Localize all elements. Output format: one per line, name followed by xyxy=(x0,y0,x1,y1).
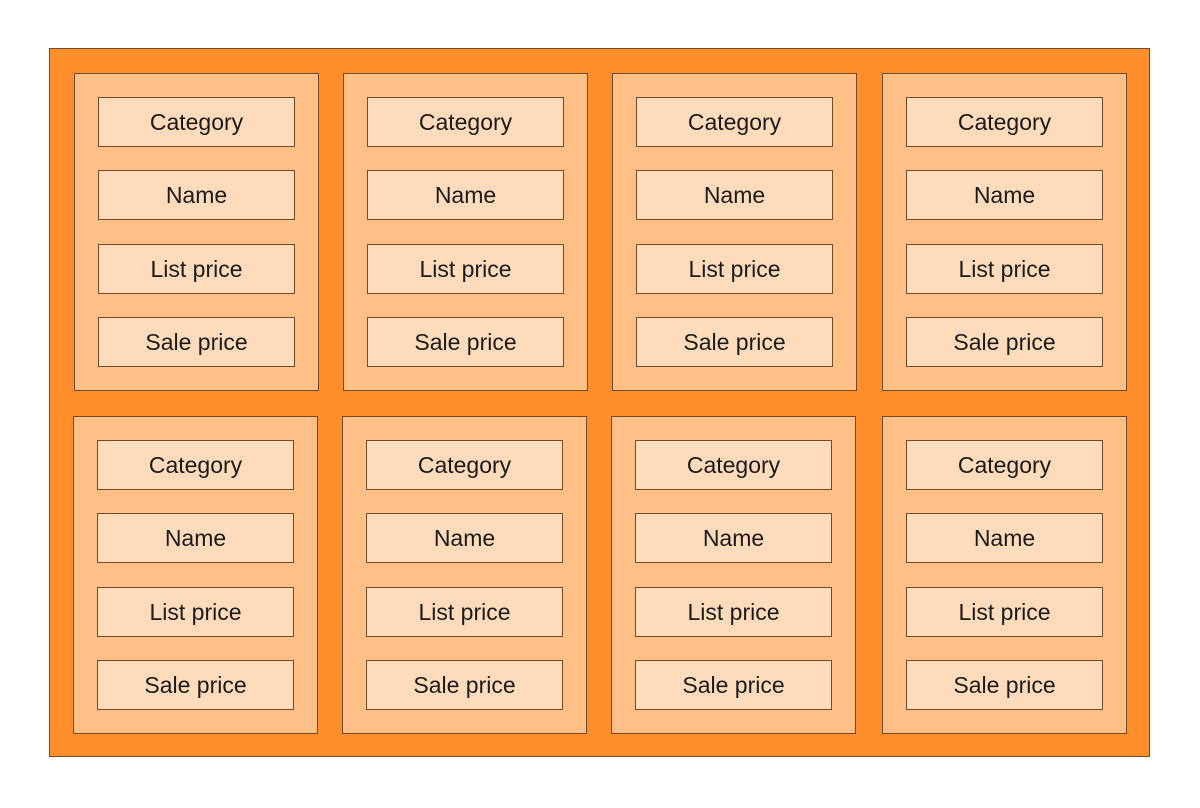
sale-price-field: Sale price xyxy=(636,317,833,367)
product-card: Category Name List price Sale price xyxy=(611,416,856,734)
name-field: Name xyxy=(906,513,1103,563)
list-price-field: List price xyxy=(366,587,563,637)
category-field: Category xyxy=(366,440,563,490)
product-grid: Category Name List price Sale price Cate… xyxy=(49,48,1150,757)
category-field: Category xyxy=(635,440,832,490)
name-field: Name xyxy=(906,170,1103,220)
product-card: Category Name List price Sale price xyxy=(343,73,588,391)
list-price-field: List price xyxy=(906,587,1103,637)
sale-price-field: Sale price xyxy=(635,660,832,710)
sale-price-field: Sale price xyxy=(98,317,295,367)
sale-price-field: Sale price xyxy=(97,660,294,710)
name-field: Name xyxy=(98,170,295,220)
list-price-field: List price xyxy=(97,587,294,637)
list-price-field: List price xyxy=(906,244,1103,294)
product-card: Category Name List price Sale price xyxy=(73,416,318,734)
sale-price-field: Sale price xyxy=(367,317,564,367)
name-field: Name xyxy=(97,513,294,563)
category-field: Category xyxy=(906,97,1103,147)
sale-price-field: Sale price xyxy=(906,660,1103,710)
list-price-field: List price xyxy=(635,587,832,637)
product-card: Category Name List price Sale price xyxy=(612,73,857,391)
product-card: Category Name List price Sale price xyxy=(882,416,1127,734)
name-field: Name xyxy=(636,170,833,220)
list-price-field: List price xyxy=(636,244,833,294)
category-field: Category xyxy=(636,97,833,147)
name-field: Name xyxy=(367,170,564,220)
sale-price-field: Sale price xyxy=(906,317,1103,367)
product-card: Category Name List price Sale price xyxy=(74,73,319,391)
category-field: Category xyxy=(97,440,294,490)
category-field: Category xyxy=(906,440,1103,490)
list-price-field: List price xyxy=(367,244,564,294)
name-field: Name xyxy=(366,513,563,563)
category-field: Category xyxy=(367,97,564,147)
sale-price-field: Sale price xyxy=(366,660,563,710)
product-card: Category Name List price Sale price xyxy=(882,73,1127,391)
list-price-field: List price xyxy=(98,244,295,294)
product-card: Category Name List price Sale price xyxy=(342,416,587,734)
name-field: Name xyxy=(635,513,832,563)
category-field: Category xyxy=(98,97,295,147)
